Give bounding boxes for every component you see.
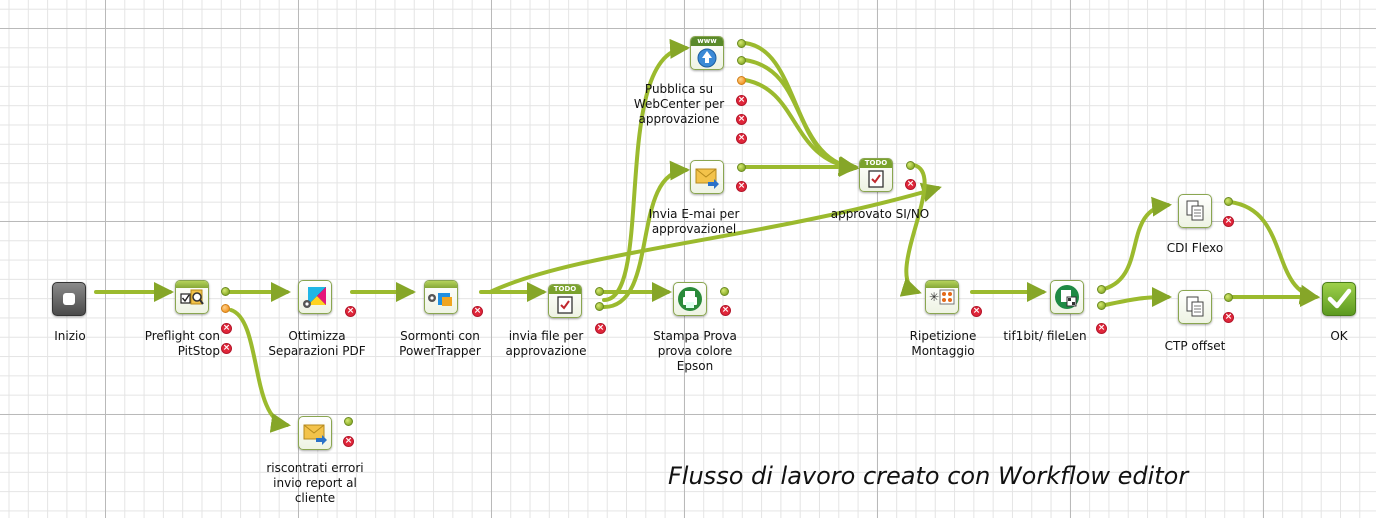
- node-pubblica[interactable]: www: [690, 36, 724, 70]
- output-port-ok[interactable]: [595, 287, 604, 296]
- error-port-icon[interactable]: [343, 436, 354, 447]
- wire-approvato-ripetizione: [899, 163, 927, 297]
- www-badge: www: [691, 37, 723, 46]
- label-ottimizza: Ottimizza Separazioni PDF: [268, 329, 366, 358]
- todo-checklist-icon: [868, 170, 884, 188]
- error-port-icon[interactable]: [1223, 216, 1234, 227]
- trapping-icon: [428, 293, 452, 306]
- output-port-ok[interactable]: [1224, 293, 1233, 302]
- svg-text:✳: ✳: [929, 290, 939, 304]
- node-tif1bit[interactable]: [1050, 280, 1084, 314]
- wire-pubblica-approvato-3: [743, 78, 859, 176]
- error-port-icon[interactable]: [736, 95, 747, 106]
- label-stampa: Stampa Prova prova colore Epson: [653, 329, 737, 373]
- label-pubblica: Pubblica su WebCenter per approvazione: [633, 82, 725, 126]
- todo-checklist-icon: [557, 296, 573, 314]
- web-publish-icon: [697, 48, 717, 68]
- label-ok: OK: [1330, 329, 1348, 343]
- error-port-icon[interactable]: [1096, 323, 1107, 334]
- node-ctp-offset[interactable]: [1178, 290, 1212, 324]
- error-port-icon[interactable]: [736, 133, 747, 144]
- wire-pubblica-approvato-1: [743, 41, 859, 176]
- node-sormonti[interactable]: [424, 280, 458, 314]
- output-port-warning[interactable]: [221, 304, 230, 313]
- output-port-ok[interactable]: [737, 39, 746, 48]
- output-port-ok[interactable]: [737, 56, 746, 65]
- label-invia-email: Invia E-mai per approvazionel: [648, 207, 740, 236]
- diagram-caption: Flusso di lavoro creato con Workflow edi…: [668, 462, 1189, 490]
- node-ripetizione[interactable]: ✳: [925, 280, 959, 314]
- output-port-ok[interactable]: [595, 302, 604, 311]
- copy-file-icon: [1186, 296, 1204, 317]
- wire-invia-email: [602, 160, 690, 309]
- error-port-icon[interactable]: [736, 181, 747, 192]
- checkmark-icon: [1327, 288, 1352, 309]
- output-port-ok[interactable]: [1224, 197, 1233, 206]
- color-optimize-icon: [303, 287, 326, 308]
- error-port-icon[interactable]: [595, 323, 606, 334]
- output-port-ok[interactable]: [737, 163, 746, 172]
- node-stampa[interactable]: [673, 282, 707, 316]
- output-port-ok[interactable]: [1097, 301, 1106, 310]
- email-send-icon: [303, 424, 327, 445]
- bitmap-export-icon: [1055, 285, 1079, 309]
- output-port-ok[interactable]: [906, 161, 915, 170]
- email-send-icon: [695, 168, 719, 189]
- node-ottimizza[interactable]: [298, 280, 332, 314]
- output-port-ok[interactable]: [344, 417, 353, 426]
- copy-file-icon: [1186, 200, 1204, 221]
- label-sormonti: Sormonti con PowerTrapper: [399, 329, 481, 358]
- node-inizio[interactable]: [52, 282, 86, 316]
- error-port-icon[interactable]: [720, 305, 731, 316]
- todo-badge: TODO: [860, 159, 892, 168]
- output-port-ok[interactable]: [221, 287, 230, 296]
- label-ripetizione: Ripetizione Montaggio: [909, 329, 977, 358]
- node-invia-file[interactable]: TODO: [548, 284, 582, 318]
- error-port-icon[interactable]: [221, 343, 232, 354]
- label-inizio: Inizio: [54, 329, 86, 343]
- node-approvato[interactable]: TODO: [859, 158, 893, 192]
- error-port-icon[interactable]: [905, 179, 916, 190]
- wire-pubblica-approvato-2: [743, 58, 859, 176]
- error-port-icon[interactable]: [221, 323, 232, 334]
- preflight-magnifier-icon: [180, 289, 204, 305]
- label-cdi-flexo: CDI Flexo: [1166, 241, 1224, 255]
- output-port-warning[interactable]: [737, 76, 746, 85]
- output-port-ok[interactable]: [720, 287, 729, 296]
- wire-cdi-ok: [1228, 200, 1320, 305]
- label-riscontrati: riscontrati errori invio report al clien…: [266, 461, 364, 505]
- error-port-icon[interactable]: [345, 306, 356, 317]
- printer-icon: [678, 287, 702, 311]
- wire-tif-ctp: [1098, 287, 1172, 308]
- start-icon: [63, 293, 75, 305]
- label-tif1bit: tif1bit/ fileLen: [1003, 329, 1087, 343]
- label-approvato: approvato SI/NO: [830, 207, 930, 221]
- todo-badge: TODO: [549, 285, 581, 294]
- wire-invia-pubblica: [602, 38, 690, 302]
- node-ok[interactable]: [1322, 282, 1356, 316]
- node-riscontrati[interactable]: [298, 416, 332, 450]
- error-port-icon[interactable]: [736, 114, 747, 125]
- step-repeat-icon: ✳: [929, 289, 955, 305]
- error-port-icon[interactable]: [1223, 312, 1234, 323]
- label-invia-file: invia file per approvazione: [505, 329, 587, 358]
- error-port-icon[interactable]: [472, 306, 483, 317]
- node-invia-email[interactable]: [690, 160, 724, 194]
- output-port-ok[interactable]: [1097, 285, 1106, 294]
- node-preflight[interactable]: [175, 280, 209, 314]
- label-preflight: Preflight con PitStop: [144, 329, 220, 358]
- label-ctp-offset: CTP offset: [1164, 339, 1226, 353]
- wire-preflight-riscontrati: [229, 308, 291, 433]
- node-cdi-flexo[interactable]: [1178, 194, 1212, 228]
- error-port-icon[interactable]: [971, 306, 982, 317]
- wire-tif-cdi: [1098, 196, 1172, 292]
- wire-sormonti-approvato-loop: [488, 182, 942, 294]
